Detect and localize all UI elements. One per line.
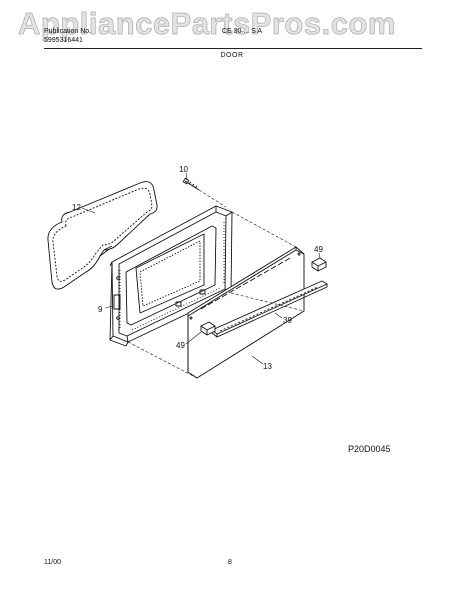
handle-endcap-left-part [200,321,216,336]
model-info: CE 30 ... S A [222,27,262,36]
callout-9: 9 [98,305,103,314]
callout-13: 13 [263,362,272,371]
watermark: AppliancePartsPros.com [18,6,396,42]
header-rule [44,48,422,49]
screw-part [182,177,200,191]
footer-page-number: 8 [228,559,232,566]
callout-49-right: 49 [314,245,323,254]
footer-date: 11/00 [44,559,61,566]
publication-info: Publication No. 5995316441 [44,27,91,45]
handle-endcap-right-part [311,257,327,272]
alignment-lines [127,189,305,379]
door-gasket-part [47,181,158,290]
publication-label: Publication No. [44,28,92,35]
diagram-code: P20D0045 [348,444,391,454]
leader-lines [81,172,321,365]
publication-number: 5995316441 [44,37,83,44]
callout-39: 39 [283,316,292,325]
callout-12: 12 [72,203,81,212]
section-title: DOOR [220,52,244,59]
door-handle-part [211,280,328,338]
outer-door-panel-part [187,246,305,379]
callout-10: 10 [179,165,188,174]
callout-49-left: 49 [176,341,185,350]
model-number: CE 30 ... S A [222,28,263,35]
inner-door-frame-part [109,205,233,347]
